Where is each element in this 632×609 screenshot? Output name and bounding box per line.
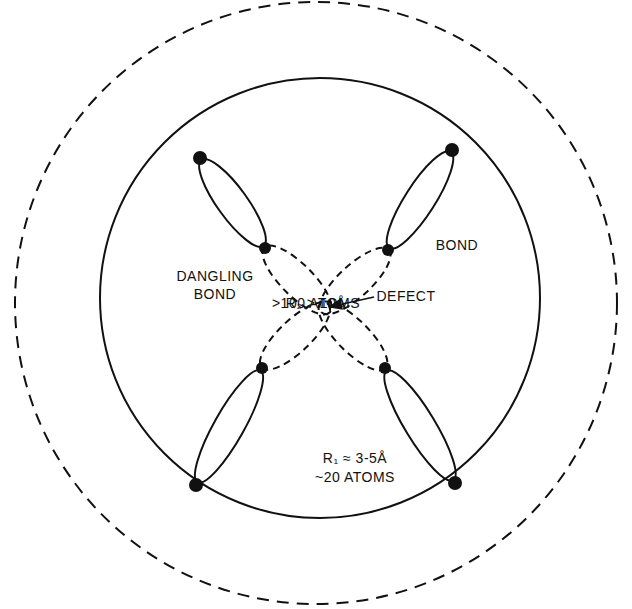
atom [445, 143, 459, 157]
atom [259, 242, 271, 254]
radius-label: R₁ ≈ 3-5Å [323, 449, 387, 467]
annotation-label: BOND [434, 236, 480, 254]
atom [256, 362, 268, 374]
atom [379, 362, 391, 374]
bond-lobe [189, 151, 275, 255]
atom [382, 244, 394, 256]
bond-lobe [185, 363, 274, 489]
atom-count-label: ~20 ATOMS [315, 468, 395, 486]
circle-outline [100, 78, 540, 518]
dangling-bond-lobe [310, 238, 399, 324]
atom [448, 476, 462, 490]
annotation-label: DEFECT [375, 287, 438, 305]
atom [193, 151, 207, 165]
outer-region-circle: R₁ ≈ 3-5Å~20 ATOMSR₂ > 10Å>100 ATOMS [13, 0, 619, 606]
annotation-label: DANGLING BOND [171, 267, 259, 303]
atom-count-label: >100 ATOMS [272, 294, 360, 312]
circle-outline [15, 2, 617, 604]
